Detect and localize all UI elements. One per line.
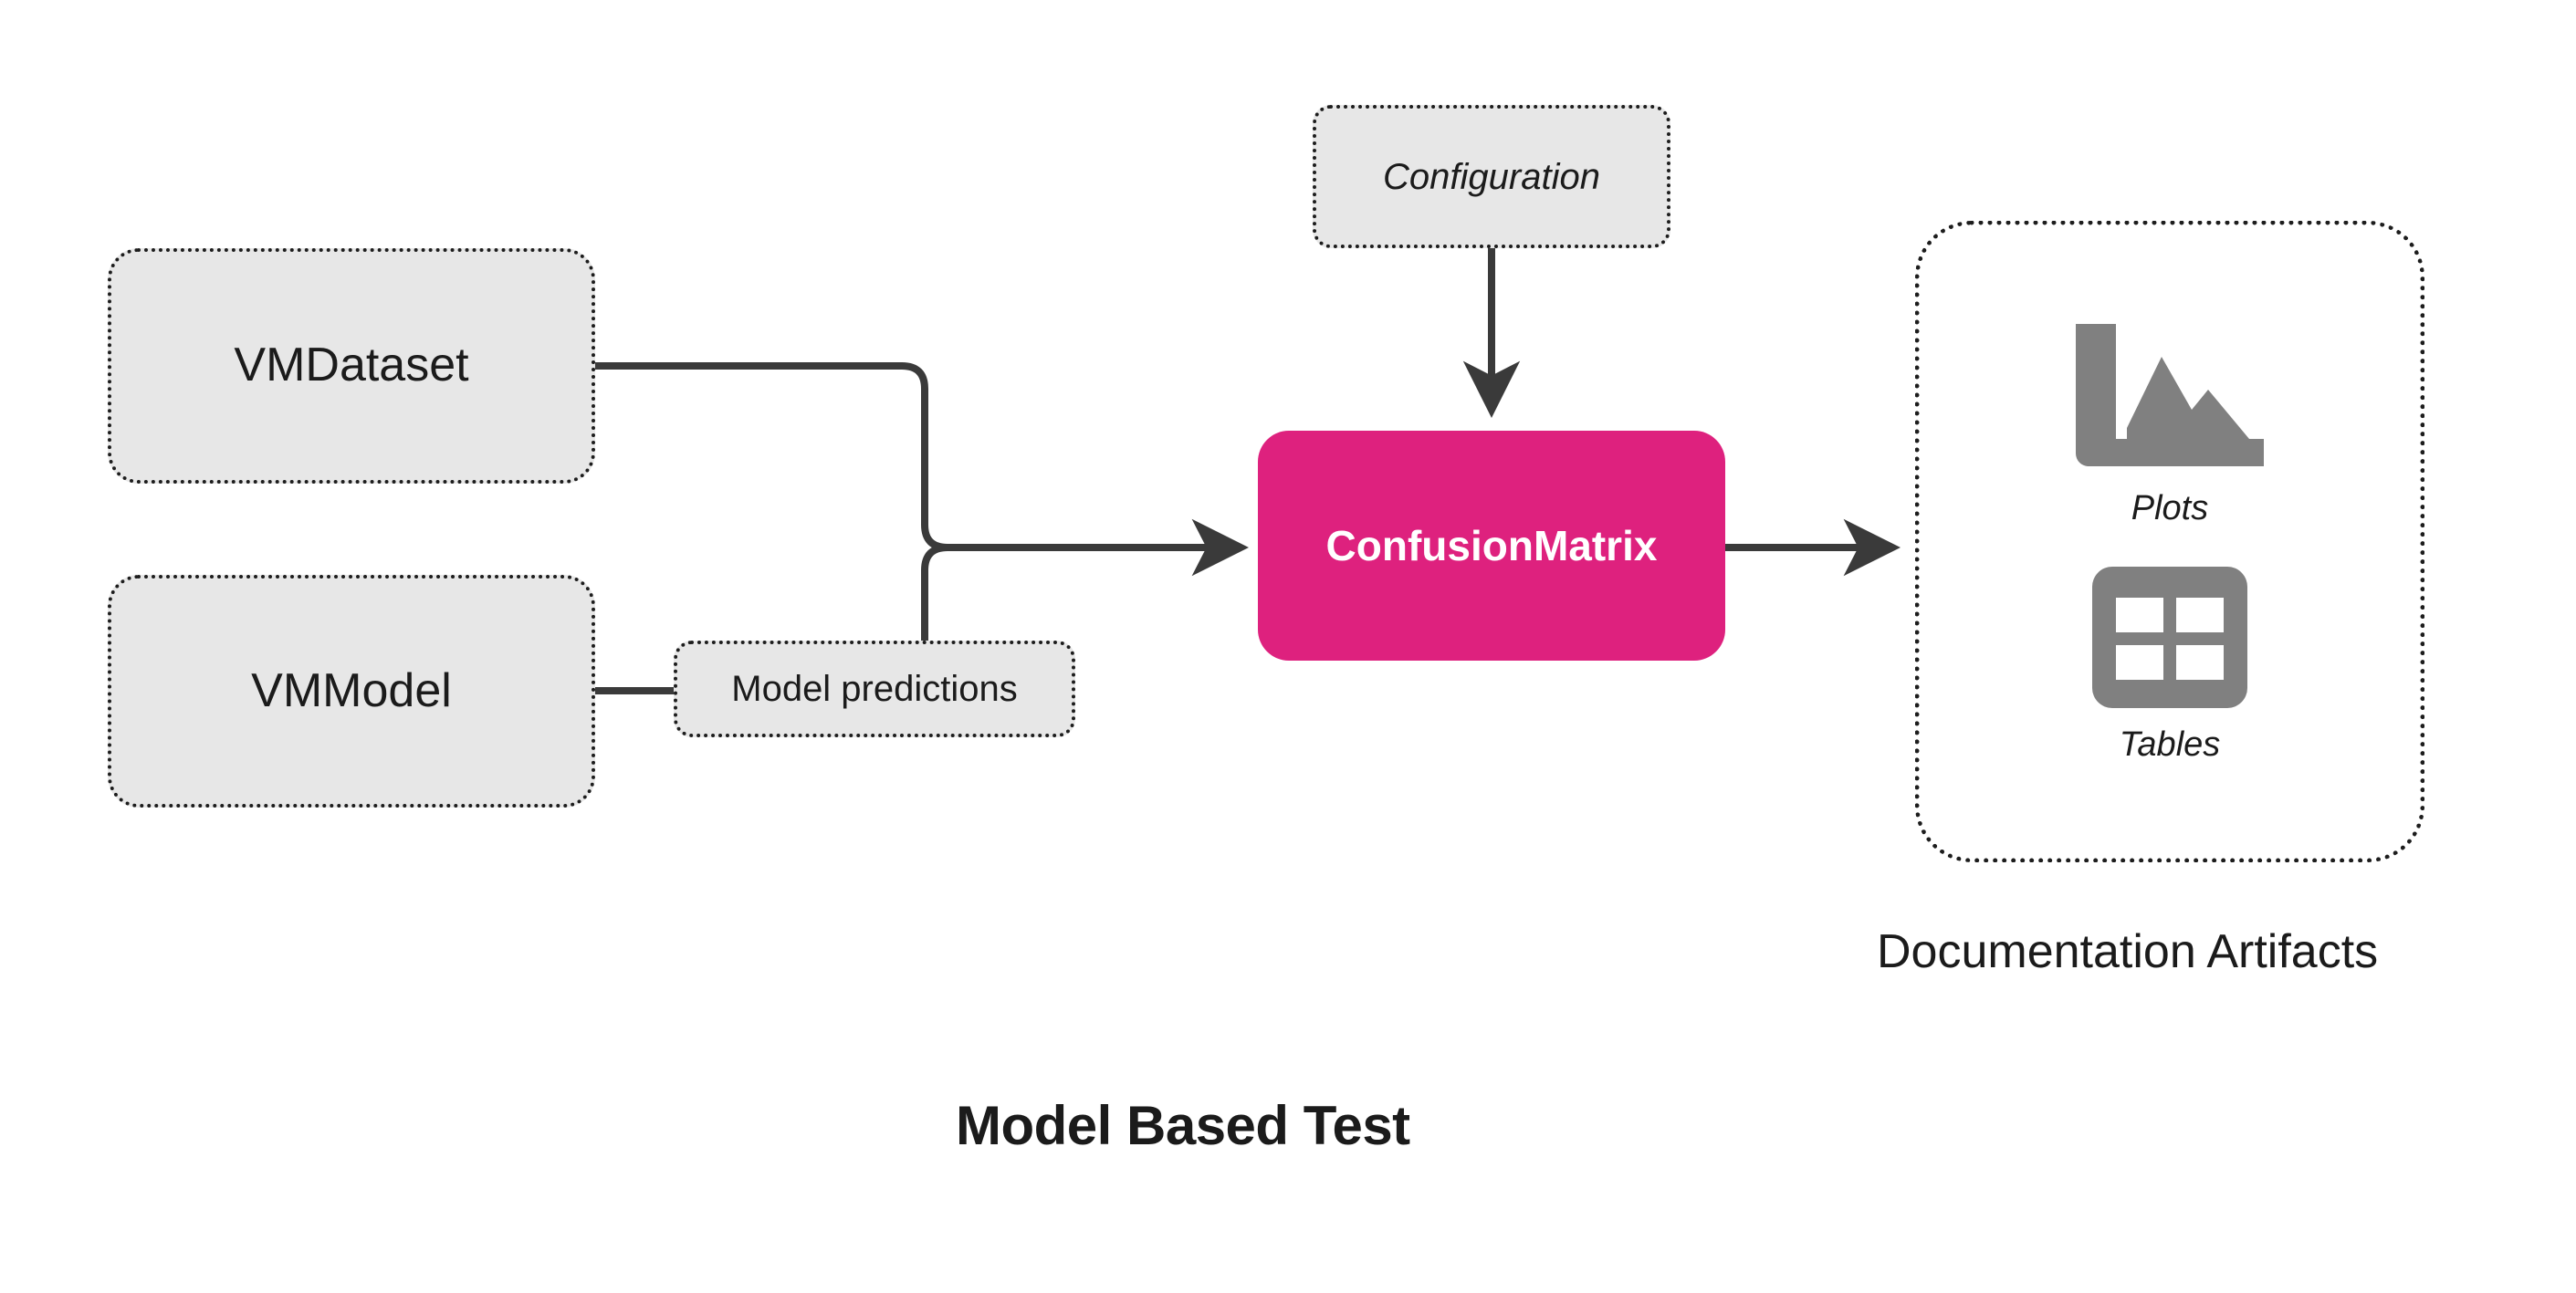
documentation-artifacts-panel[interactable]: Plots Tables bbox=[1915, 221, 2424, 862]
edge-vmdataset-to-confusionmatrix bbox=[595, 362, 1249, 577]
node-vmdataset-label: VMDataset bbox=[234, 339, 469, 392]
area-chart-icon bbox=[2070, 318, 2269, 476]
node-model-predictions-label: Model predictions bbox=[731, 669, 1018, 709]
node-vmdataset[interactable]: VMDataset bbox=[108, 248, 595, 484]
table-grid-icon bbox=[2092, 567, 2247, 713]
node-configuration[interactable]: Configuration bbox=[1313, 105, 1670, 248]
artifact-tables[interactable]: Tables bbox=[2092, 567, 2247, 765]
node-model-predictions[interactable]: Model predictions bbox=[674, 641, 1075, 737]
artifact-tables-label: Tables bbox=[2119, 725, 2221, 764]
node-vmmodel-label: VMModel bbox=[251, 663, 452, 717]
artifact-plots-label: Plots bbox=[2131, 489, 2209, 527]
diagram-title: Model Based Test bbox=[956, 1095, 1410, 1156]
node-vmmodel[interactable]: VMModel bbox=[108, 575, 595, 808]
node-confusionmatrix-label: ConfusionMatrix bbox=[1325, 521, 1658, 569]
node-configuration-label: Configuration bbox=[1383, 156, 1600, 197]
edge-modelpredictions-to-junction bbox=[921, 544, 948, 641]
documentation-artifacts-title: Documentation Artifacts bbox=[1877, 925, 2379, 978]
artifact-plots[interactable]: Plots bbox=[2070, 318, 2269, 528]
node-confusionmatrix[interactable]: ConfusionMatrix bbox=[1258, 431, 1725, 661]
